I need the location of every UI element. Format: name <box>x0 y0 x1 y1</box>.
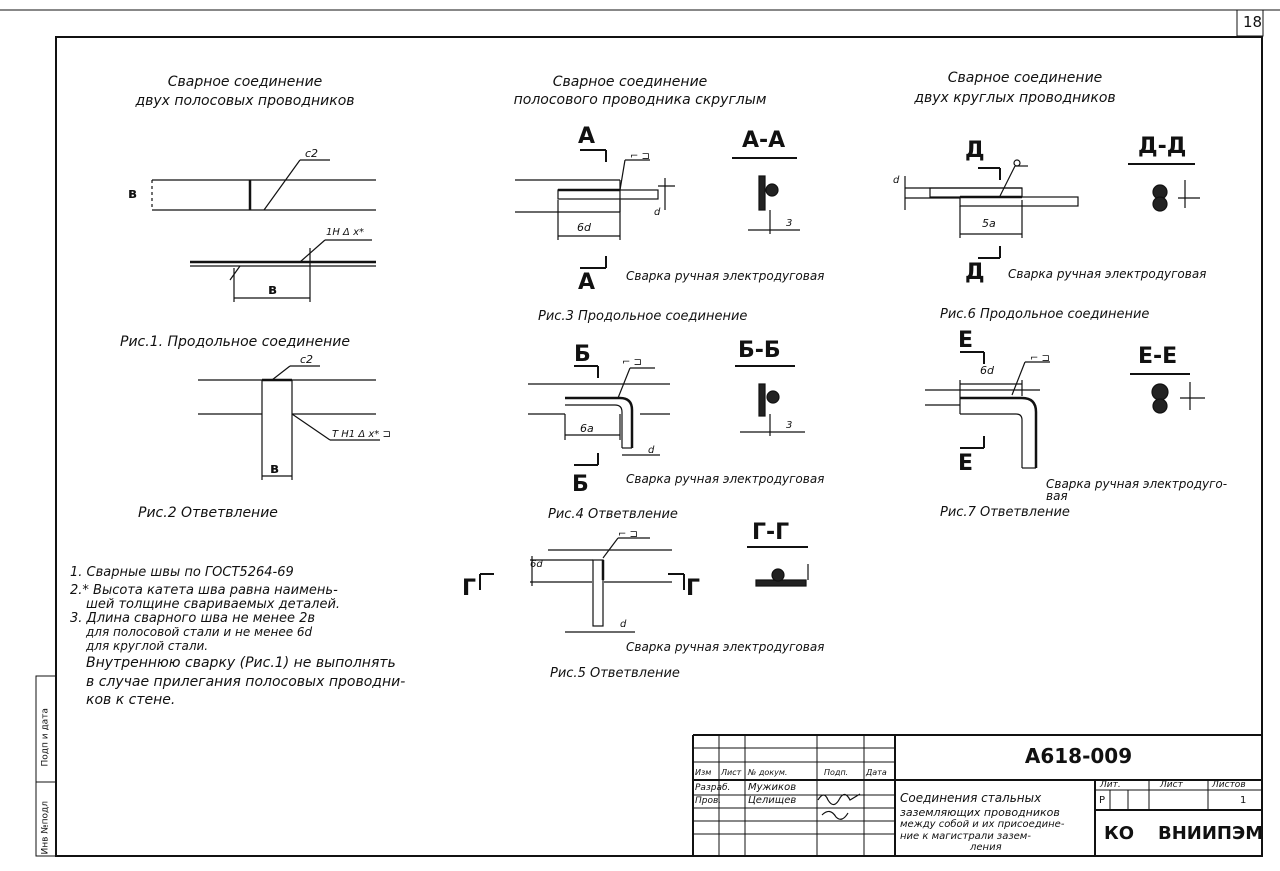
fig3-title-line2: полосового проводника скруглым <box>513 92 767 108</box>
fig6-weld-note: Сварка ручная электродуговая <box>1008 267 1207 281</box>
fig6-5a-label: 5а <box>982 217 996 230</box>
fig3-title-line1: Сварное соединение <box>552 74 708 90</box>
fig5-caption: Рис.5 Ответвление <box>550 666 680 681</box>
fig2-weld-mark: Т Н1 Δ х* ⊐ <box>332 429 391 440</box>
fig1-caption: Рис.1. Продольное соединение <box>120 334 350 350</box>
note-line-2: 2.* Высота катета шва равна наимень- <box>70 583 338 598</box>
section-a-bottom: А <box>578 270 596 295</box>
fig3-flag: ⌐ ⊐ <box>630 151 650 162</box>
section-e-bottom: Е <box>958 451 974 476</box>
fig5-weld-note: Сварка ручная электродуговая <box>626 640 825 654</box>
sheet-number: 18 <box>1243 13 1263 31</box>
bb-3-label: 3 <box>786 420 793 431</box>
fig5-d-label: d <box>620 619 627 630</box>
tb-desc-3: между собой и их присоедине- <box>900 819 1065 830</box>
fig2-caption: Рис.2 Ответвление <box>138 505 278 521</box>
section-bb-title: Б-Б <box>738 338 781 363</box>
fig5-6d-label: 6d <box>530 559 543 570</box>
section-aa-title: А-А <box>742 128 786 153</box>
fig1-title-line2: двух полосовых проводников <box>135 93 355 109</box>
fig1-weld-mark: 1Н Δ х* <box>326 227 364 238</box>
note-line-9: ков к стене. <box>86 692 176 708</box>
section-g-right: Г <box>686 576 701 601</box>
fig4-d-label: d <box>648 445 655 456</box>
tb-sheets-header: Листов <box>1212 780 1246 790</box>
tb-role-developer: Разраб. <box>695 783 731 793</box>
fig2-c2-label: с2 <box>300 353 314 366</box>
tb-desc-1: Соединения стальных <box>900 791 1042 805</box>
side-stamp-inv: Инв №подл <box>40 800 51 855</box>
tb-col-sign: Подп. <box>824 768 849 777</box>
note-line-8: в случае прилегания полосовых проводни- <box>86 674 406 690</box>
tb-col-doc: № докум. <box>748 768 788 777</box>
fig7-weld-note-2: вая <box>1046 489 1068 503</box>
tb-stage: КО <box>1104 823 1135 844</box>
fig3-caption: Рис.3 Продольное соединение <box>538 309 748 324</box>
tb-organization: ВНИИПЭМ <box>1158 823 1264 844</box>
tb-desc-2: заземляющих проводников <box>900 806 1060 819</box>
aa-3-label: 3 <box>786 218 793 229</box>
fig1-title-line1: Сварное соединение <box>167 74 323 90</box>
section-b-bottom: Б <box>572 472 589 497</box>
fig6-caption: Рис.6 Продольное соединение <box>940 307 1150 322</box>
fig6-d-label: d <box>893 175 900 186</box>
tb-sheet-header: Лист <box>1160 780 1183 790</box>
section-b-top: Б <box>574 342 591 367</box>
fig4-weld-note: Сварка ручная электродуговая <box>626 472 825 486</box>
fig4-flag: ⌐ ⊐ <box>622 357 642 368</box>
tb-lit-header: Лит. <box>1100 780 1121 790</box>
fig6-title-line2: двух круглых проводников <box>914 90 1116 106</box>
fig7-weld-note-1: Сварка ручная электродуго- <box>1046 477 1228 491</box>
fig3-weld-note: Сварка ручная электродуговая <box>626 269 825 283</box>
note-line-1: 1. Сварные швы по ГОСТ5264-69 <box>70 565 294 580</box>
fig4-6a-label: 6а <box>580 422 594 435</box>
fig1-b-label-left: в <box>128 186 137 202</box>
section-d-top: Д <box>965 138 985 163</box>
fig5-flag: ⌐ ⊐ <box>618 529 638 540</box>
section-dd-title: Д-Д <box>1138 134 1187 159</box>
fig3-6d-label: 6d <box>577 221 591 234</box>
fig4-caption: Рис.4 Ответвление <box>548 507 678 522</box>
section-gg-title: Г-Г <box>752 520 790 545</box>
tb-desc-5: ления <box>970 842 1002 853</box>
fig1-b-label: в <box>268 282 277 298</box>
note-line-3: шей толщине свариваемых деталей. <box>86 597 341 612</box>
drawing-code: А618-009 <box>1024 744 1133 768</box>
tb-desc-4: ние к магистрали зазем- <box>900 831 1031 842</box>
fig6-title-line1: Сварное соединение <box>947 70 1103 86</box>
tb-name-developer: Мужиков <box>748 782 797 793</box>
fig7-6d-label: 6d <box>980 364 994 377</box>
note-line-6: для круглой стали. <box>86 639 209 653</box>
tb-col-date: Дата <box>866 768 887 777</box>
side-stamp-sign: Подп и дата <box>40 708 51 767</box>
fig1-c2-label: с2 <box>305 147 319 160</box>
fig7-flag: ⌐ ⊐ <box>1030 353 1050 364</box>
tb-lit-value: Р <box>1099 795 1106 806</box>
section-ee-title: Е-Е <box>1138 344 1178 369</box>
section-g-left: Г <box>462 576 477 601</box>
fig7-caption: Рис.7 Ответвление <box>940 505 1070 520</box>
tb-name-checker: Целищев <box>748 795 797 806</box>
tb-col-list: Лист <box>721 768 742 777</box>
note-line-5: для полосовой стали и не менее 6d <box>86 625 313 639</box>
fig3-d-label: d <box>654 207 661 218</box>
tb-col-izm: Изм <box>695 768 712 777</box>
note-line-4: 3. Длина сварного шва не менее 2в <box>70 611 316 626</box>
section-e-top: Е <box>958 328 974 353</box>
tb-sheets-value: 1 <box>1240 795 1247 806</box>
section-a-top: А <box>578 124 596 149</box>
note-line-7: Внутреннюю сварку (Рис.1) не выполнять <box>86 655 396 671</box>
tb-role-checker: Пров. <box>695 796 722 806</box>
fig2-b-label: в <box>270 461 279 477</box>
section-d-bottom: Д <box>965 260 985 285</box>
